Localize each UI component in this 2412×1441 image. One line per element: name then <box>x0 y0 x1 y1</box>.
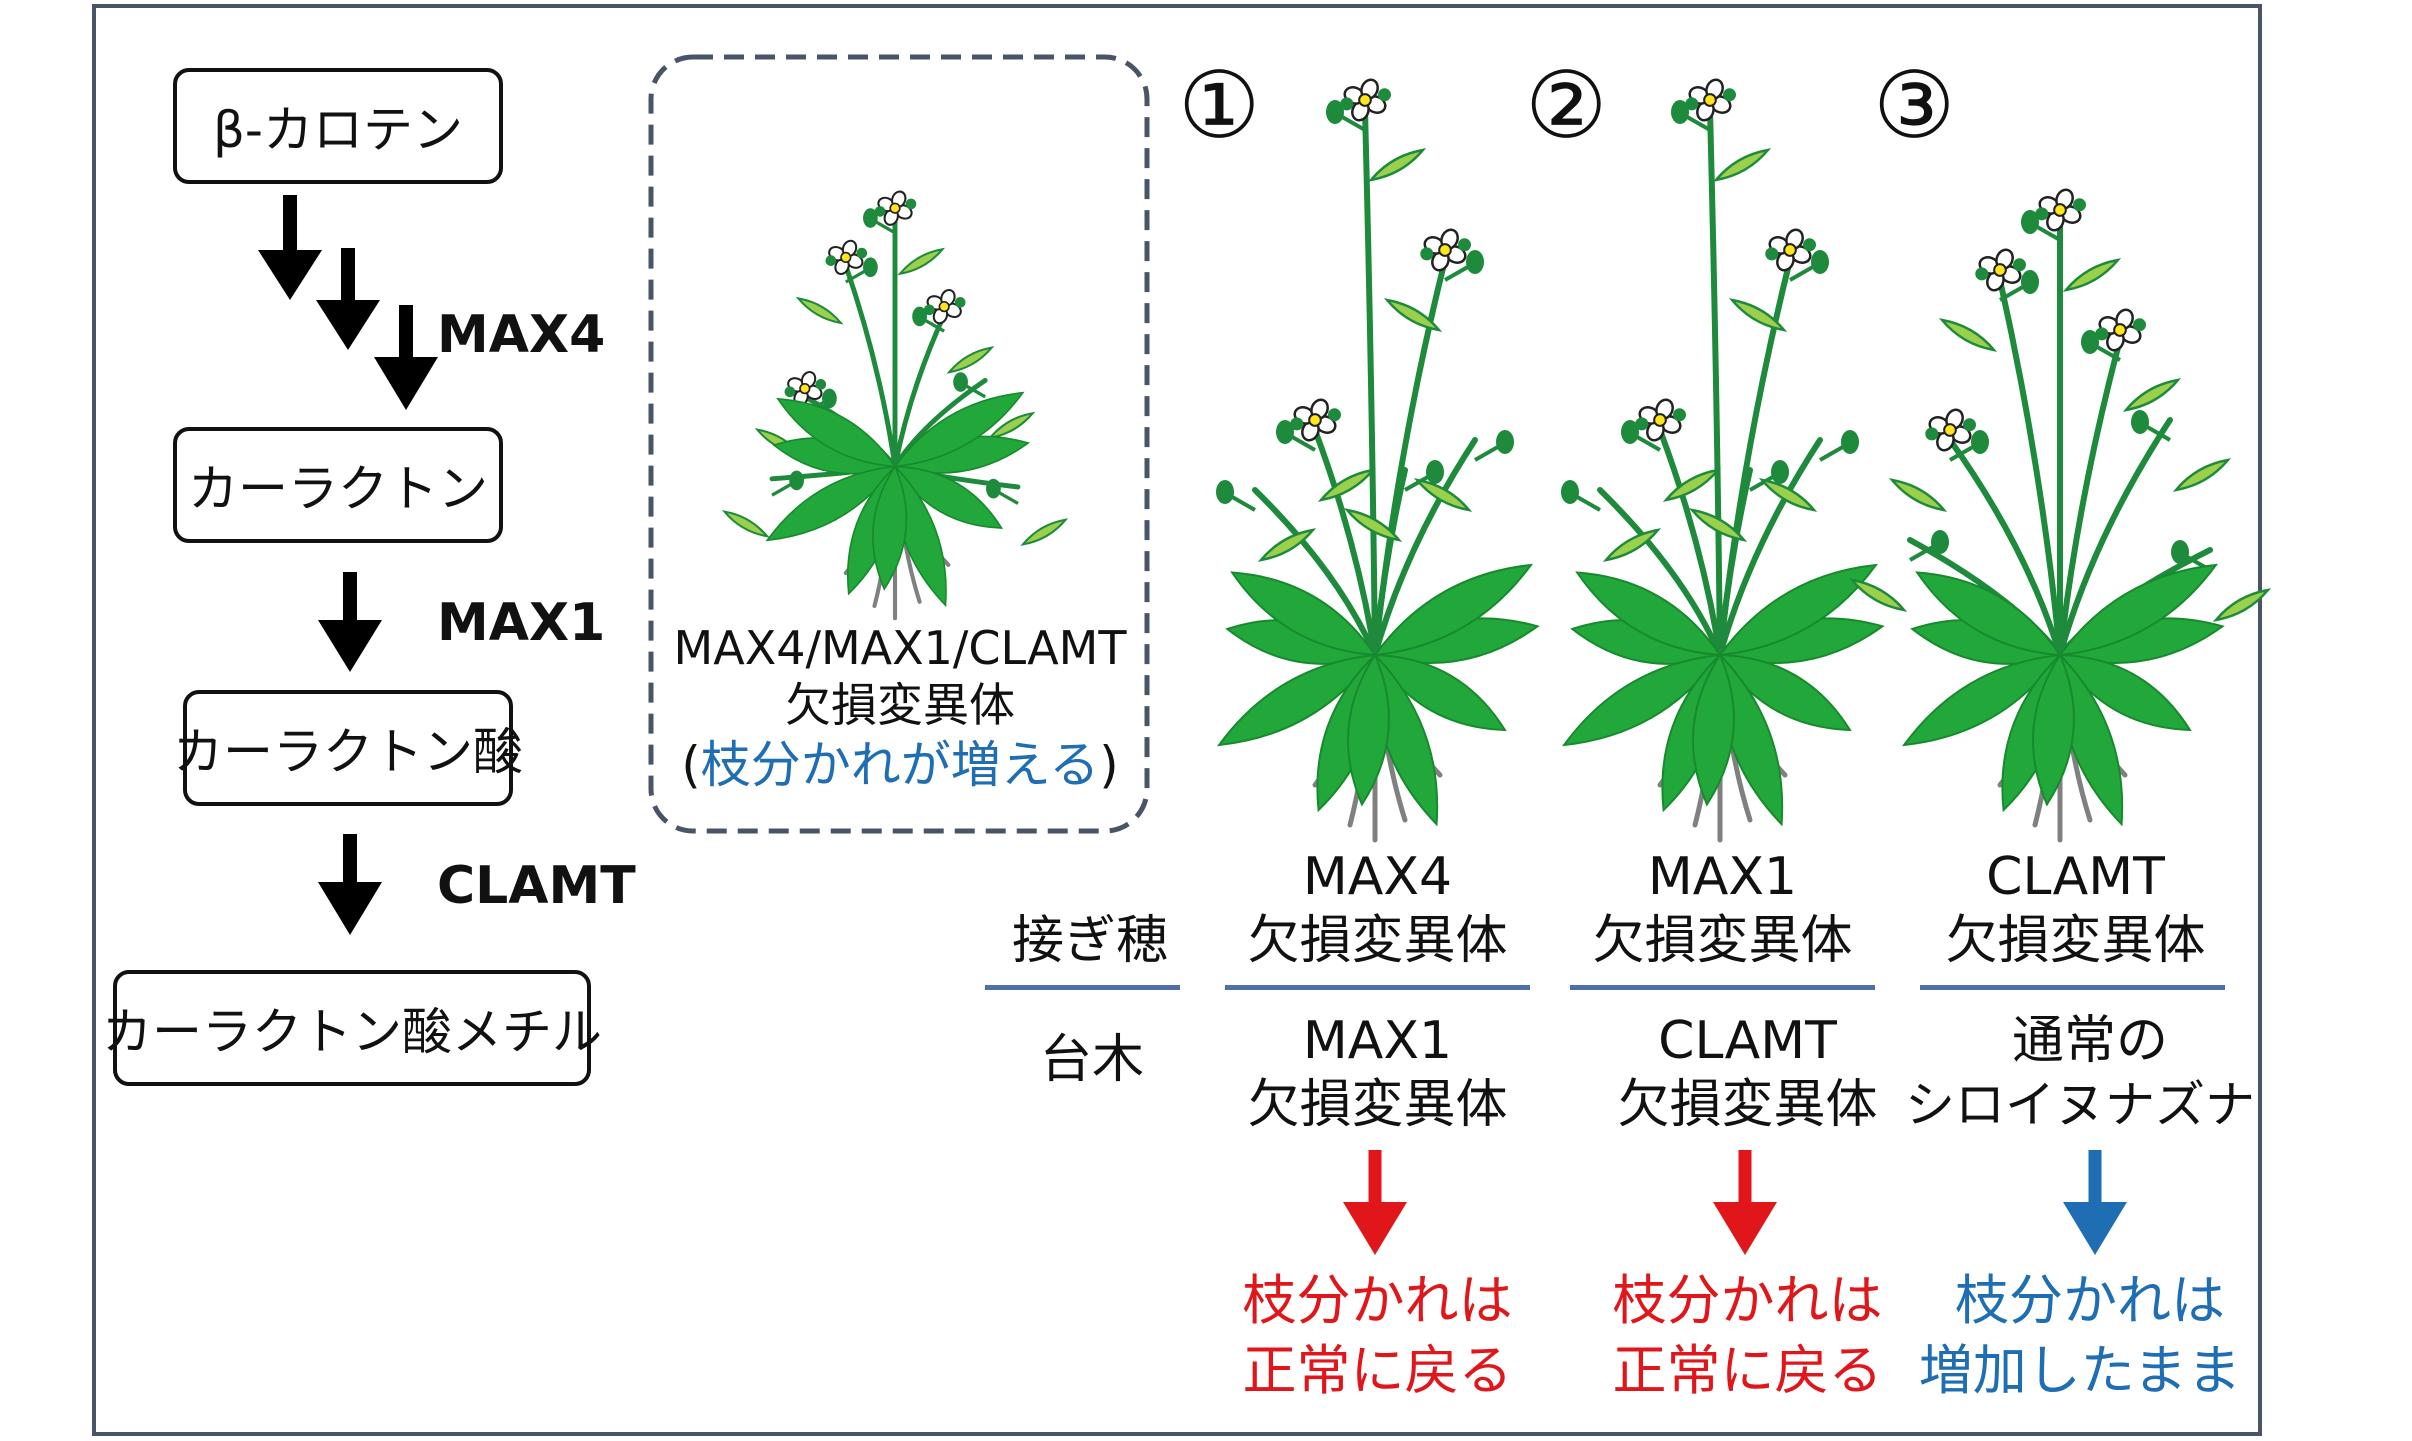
divider-row-labels <box>985 985 1180 990</box>
graft-1-scion-line2: 欠損変異体 <box>1247 911 1508 971</box>
down-arrow-icon <box>1343 1150 1407 1255</box>
compound-methyl-carlactonoate: カーラクトン酸メチル <box>102 970 602 1086</box>
graft-1-root-line2: 欠損変異体 <box>1247 1075 1508 1135</box>
graft-3-scion-line2: 欠損変異体 <box>1945 911 2206 971</box>
plant-illustration-graft-1 <box>1216 78 1540 843</box>
graft-2-result-line2: 正常に戻る <box>1612 1339 1883 1402</box>
graft-2-scion-line2: 欠損変異体 <box>1592 911 1853 971</box>
graft-3-result-line1: 枝分かれは <box>1955 1269 2225 1332</box>
compound-beta-carotene: β-カロテン <box>173 68 503 184</box>
graft-1-root-line1: MAX1 <box>1302 1011 1453 1071</box>
enzyme-max1: MAX1 <box>437 593 606 653</box>
divider-graft-3 <box>1920 985 2225 990</box>
row-label-rootstock: 台木 <box>1039 1030 1144 1090</box>
graft-number-2: ② <box>1525 52 1608 159</box>
graft-number-1: ① <box>1178 52 1261 159</box>
graft-3-root-line1: 通常の <box>2011 1011 2168 1071</box>
graft-2-root-line1: CLAMT <box>1658 1011 1837 1071</box>
graft-1-result-line1: 枝分かれは <box>1242 1269 1513 1332</box>
mutant-panel-border <box>648 54 1150 834</box>
mutant-label-line1: MAX4/MAX1/CLAMT <box>673 621 1127 675</box>
divider-graft-2 <box>1570 985 1875 990</box>
graft-1-result-line2: 正常に戻る <box>1242 1339 1513 1402</box>
compound-carlactonoic-acid: カーラクトン酸 <box>173 690 523 806</box>
graft-2-result-line1: 枝分かれは <box>1612 1269 1883 1332</box>
graft-2-scion-line1: MAX1 <box>1647 847 1798 907</box>
enzyme-clamt: CLAMT <box>437 856 636 916</box>
graft-3-root-line2: シロイヌナズナ <box>1905 1076 2255 1134</box>
figure-frame <box>92 4 2262 1436</box>
graft-3-scion-line1: CLAMT <box>1986 847 2165 907</box>
row-label-scion: 接ぎ穂 <box>1011 911 1168 971</box>
compound-carlactone: カーラクトン <box>173 427 503 543</box>
down-arrow-icon <box>1713 1150 1777 1255</box>
graft-1-scion-line1: MAX4 <box>1302 847 1453 907</box>
mutant-note: (枝分かれが増える) <box>681 736 1119 794</box>
down-arrow-icon <box>2063 1150 2127 1255</box>
enzyme-max4: MAX4 <box>437 305 606 365</box>
graft-2-root-line2: 欠損変異体 <box>1617 1075 1878 1135</box>
mutant-label-line2: 欠損変異体 <box>785 678 1015 732</box>
plant-illustration-graft-3 <box>1848 188 2272 843</box>
plant-illustration-mutant <box>721 190 1069 621</box>
graft-number-3: ③ <box>1873 52 1956 159</box>
divider-graft-1 <box>1225 985 1530 990</box>
plant-illustration-graft-2 <box>1561 78 1885 843</box>
graft-3-result-line2: 増加したまま <box>1918 1339 2242 1402</box>
